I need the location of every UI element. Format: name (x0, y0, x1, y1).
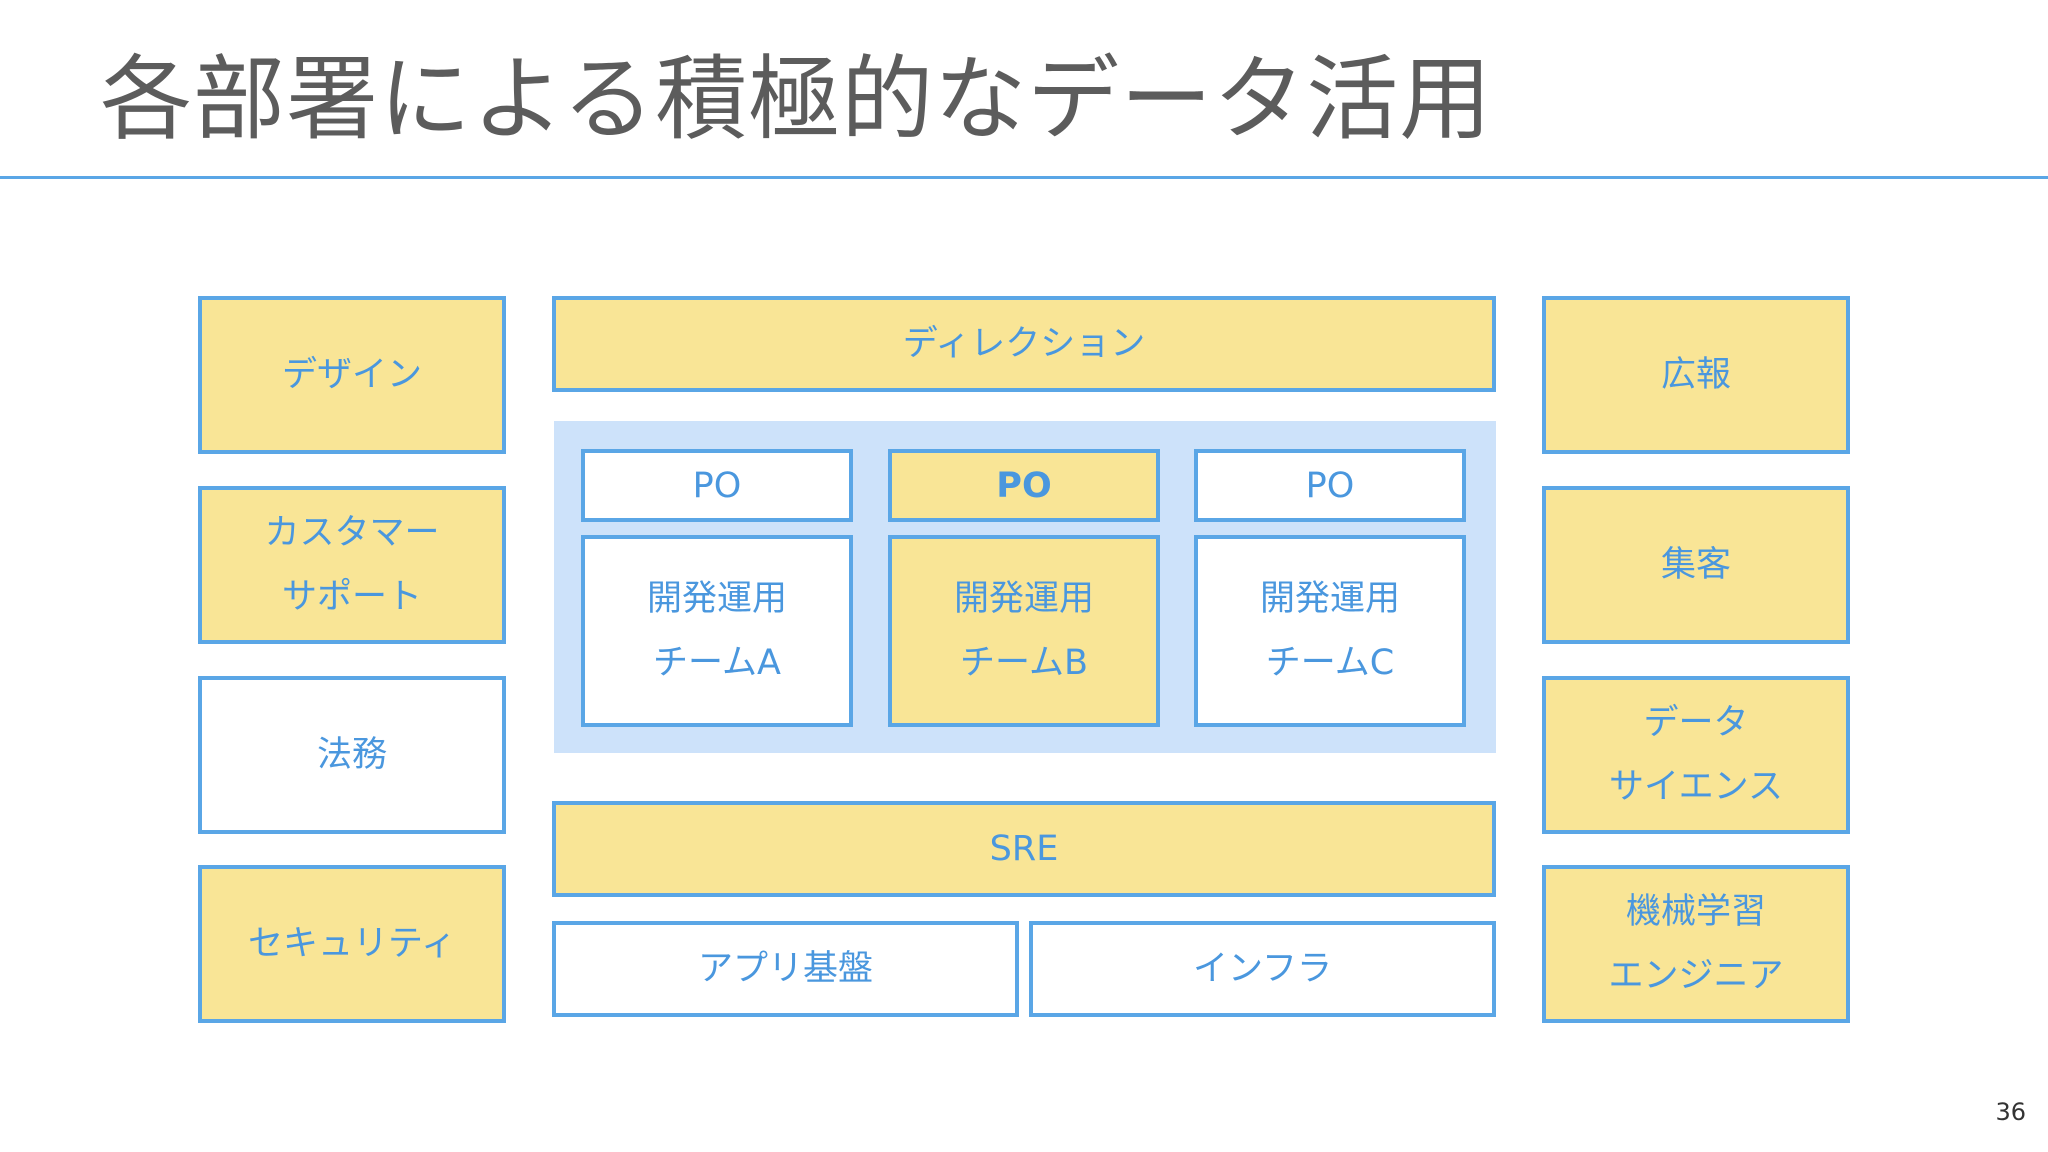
dev-team-b: 開発運用 チームB (888, 535, 1160, 727)
dept-customer-support: カスタマー サポート (198, 486, 506, 644)
po-label: PO (1305, 465, 1355, 506)
dept-legal: 法務 (198, 676, 506, 834)
dept-label: 法務 (316, 735, 387, 775)
dept-security: セキュリティ (198, 865, 506, 1023)
dept-design: デザイン (198, 296, 506, 454)
dept-sre: SRE (552, 801, 1496, 897)
dept-label: デザイン (281, 355, 422, 395)
dept-label: 集客 (1660, 545, 1731, 585)
po-box-b: PO (888, 449, 1160, 522)
dept-label: ディレクション (902, 324, 1146, 364)
dept-label: データ サイエンス (1609, 703, 1783, 807)
dept-app-platform: アプリ基盤 (552, 921, 1019, 1017)
team-label: 開発運用 チームB (953, 579, 1094, 683)
title-divider (0, 176, 2048, 179)
dept-label: インフラ (1193, 949, 1332, 989)
dept-label: SRE (989, 829, 1059, 869)
po-box-c: PO (1194, 449, 1466, 522)
slide-title: 各部署による積極的なデータ活用 (100, 46, 1493, 153)
dept-label: カスタマー サポート (264, 513, 440, 617)
dept-data-science: データ サイエンス (1542, 676, 1850, 834)
dept-acquisition: 集客 (1542, 486, 1850, 644)
dept-ml-engineer: 機械学習 エンジニア (1542, 865, 1850, 1023)
dept-label: セキュリティ (248, 924, 456, 964)
po-label: PO (996, 465, 1052, 506)
po-box-a: PO (581, 449, 853, 522)
page-number: 36 (1995, 1098, 2026, 1126)
dev-team-c: 開発運用 チームC (1194, 535, 1466, 727)
po-label: PO (692, 465, 742, 506)
dept-label: 広報 (1660, 355, 1731, 395)
dept-infra: インフラ (1029, 921, 1496, 1017)
dev-team-a: 開発運用 チームA (581, 535, 853, 727)
team-label: 開発運用 チームA (646, 579, 787, 683)
dept-label: 機械学習 エンジニア (1608, 892, 1784, 996)
dept-label: アプリ基盤 (697, 949, 873, 989)
dept-pr: 広報 (1542, 296, 1850, 454)
team-label: 開発運用 チームC (1259, 579, 1400, 683)
dept-direction: ディレクション (552, 296, 1496, 392)
